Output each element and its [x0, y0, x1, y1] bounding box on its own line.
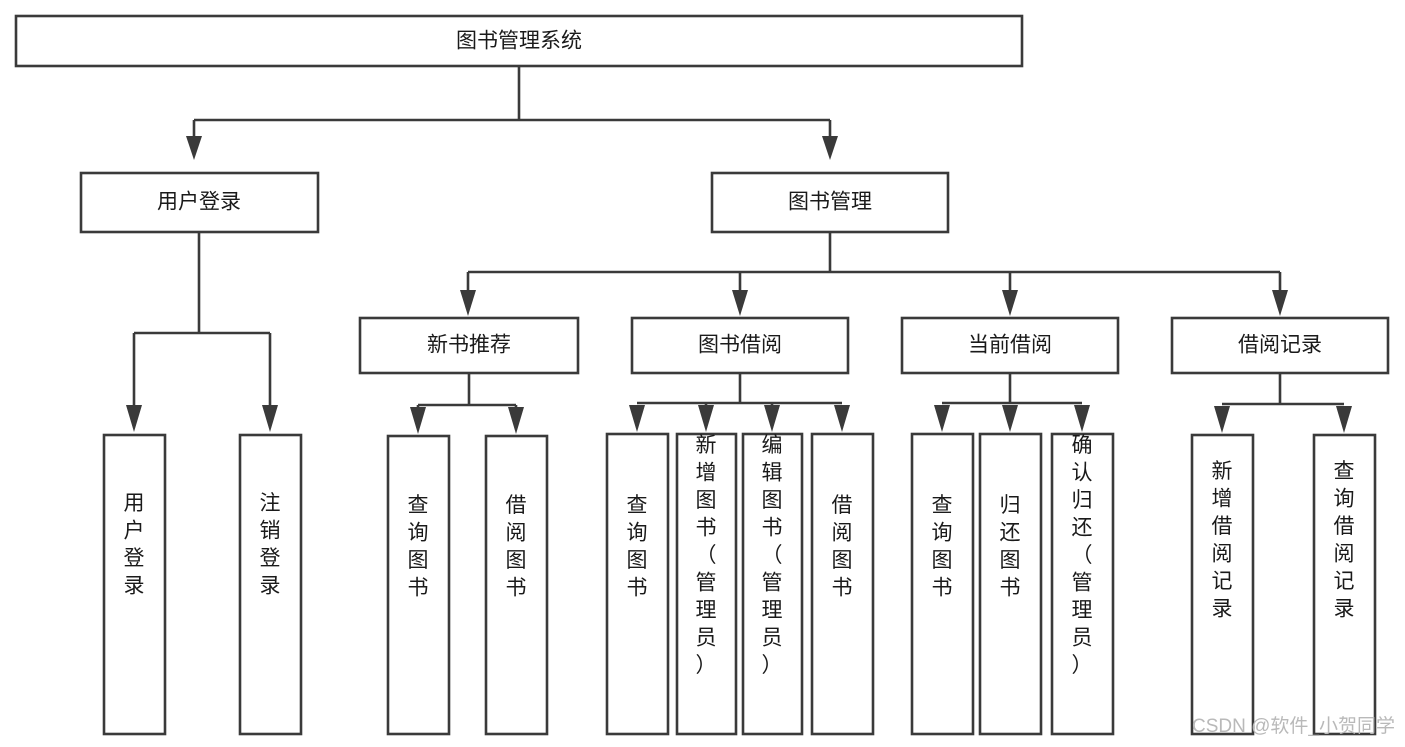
node-leaf-add-record-box[interactable]: [1190, 433, 1255, 736]
arrow-current-borrow-leaf-2: [1002, 405, 1018, 432]
node-leaf-borrow-book-2-label: 借阅图书: [832, 494, 853, 600]
arrow-book-borrow-leaf-4: [834, 405, 850, 432]
node-current-borrow-label: 当前借阅: [968, 334, 1052, 357]
node-leaf-user-logout-box[interactable]: [238, 433, 303, 736]
connector-group-book-manage: [460, 233, 1288, 316]
node-book-manage-box[interactable]: [710, 171, 950, 234]
node-leaf-query-book-3[interactable]: 查询图书: [910, 432, 975, 736]
node-leaf-query-book-2-box[interactable]: [605, 432, 670, 736]
node-leaf-query-book-3-box[interactable]: [910, 432, 975, 736]
node-leaf-borrow-book-1-box[interactable]: [484, 434, 549, 736]
node-current-borrow[interactable]: 当前借阅: [900, 316, 1120, 375]
node-book-borrow-box[interactable]: [630, 316, 850, 375]
arrow-user-login-leaf-1: [126, 405, 142, 432]
connector-group-current-borrow: [934, 374, 1090, 432]
node-leaf-confirm-return-label: 确认归还（管理员）: [1072, 434, 1093, 677]
arrow-root-to-book-manage: [822, 136, 838, 160]
csdn-watermark: CSDN @软件_小贺同学: [1192, 715, 1395, 737]
arrow-root-to-user-login: [186, 136, 202, 160]
node-leaf-user-login-label: 用户登录: [124, 492, 145, 598]
node-leaf-confirm-return[interactable]: 确认归还（管理员）: [1050, 432, 1115, 736]
node-leaf-add-book-box[interactable]: [675, 432, 738, 736]
arrow-new-book-rec-leaf-2: [508, 407, 524, 434]
arrow-book-manage-borrow-record: [1272, 290, 1288, 316]
arrow-current-borrow-leaf-3: [1074, 405, 1090, 432]
node-new-book-rec-box[interactable]: [358, 316, 580, 375]
node-leaf-borrow-book-1-label: 借阅图书: [506, 494, 527, 600]
node-user-login[interactable]: 用户登录: [79, 171, 320, 234]
node-leaf-query-book-1-box[interactable]: [386, 434, 451, 736]
arrow-book-borrow-leaf-3: [764, 405, 780, 432]
node-book-manage[interactable]: 图书管理: [710, 171, 950, 234]
connector-group-book-borrow: [629, 374, 850, 432]
arrow-book-manage-new-book-rec: [460, 290, 476, 316]
node-leaf-edit-book-box[interactable]: [741, 432, 804, 736]
arrow-user-login-leaf-2: [262, 405, 278, 432]
node-leaf-return-book-box[interactable]: [978, 432, 1043, 736]
arrow-book-borrow-leaf-2: [698, 405, 714, 432]
arrow-borrow-record-leaf-2: [1336, 406, 1352, 433]
node-user-login-box[interactable]: [79, 171, 320, 234]
node-new-book-rec[interactable]: 新书推荐: [358, 316, 580, 375]
node-root-label: 图书管理系统: [456, 30, 582, 53]
node-root-box[interactable]: [14, 14, 1024, 68]
node-leaf-query-book-1-label: 查询图书: [408, 494, 429, 600]
node-root[interactable]: 图书管理系统: [14, 14, 1024, 68]
node-user-login-label: 用户登录: [157, 191, 241, 214]
node-leaf-return-book[interactable]: 归还图书: [978, 432, 1043, 736]
node-leaf-query-record-box[interactable]: [1312, 433, 1377, 736]
arrow-borrow-record-leaf-1: [1214, 406, 1230, 433]
node-current-borrow-box[interactable]: [900, 316, 1120, 375]
node-leaf-query-book-3-label: 查询图书: [932, 494, 953, 600]
node-leaf-user-logout[interactable]: 注销登录: [238, 433, 303, 736]
node-borrow-record[interactable]: 借阅记录: [1170, 316, 1390, 375]
node-book-borrow-label: 图书借阅: [698, 334, 782, 357]
node-leaf-query-book-1[interactable]: 查询图书: [386, 434, 451, 736]
arrow-book-manage-current-borrow: [1002, 290, 1018, 316]
node-leaf-query-record-label: 查询借阅记录: [1334, 460, 1355, 621]
node-leaf-user-logout-label: 注销登录: [260, 492, 281, 598]
node-leaf-add-book[interactable]: 新增图书（管理员）: [675, 432, 738, 736]
connector-group-new-book-rec: [410, 374, 524, 434]
connector-group-borrow-record: [1214, 374, 1352, 433]
node-book-borrow[interactable]: 图书借阅: [630, 316, 850, 375]
arrow-book-manage-book-borrow: [732, 290, 748, 316]
node-leaf-query-book-2[interactable]: 查询图书: [605, 432, 670, 736]
node-borrow-record-label: 借阅记录: [1238, 334, 1322, 357]
node-new-book-rec-label: 新书推荐: [427, 334, 511, 357]
node-leaf-edit-book[interactable]: 编辑图书（管理员）: [741, 432, 804, 736]
node-borrow-record-box[interactable]: [1170, 316, 1390, 375]
node-leaf-query-record[interactable]: 查询借阅记录: [1312, 433, 1377, 736]
arrow-book-borrow-leaf-1: [629, 405, 645, 432]
node-leaf-add-book-label: 新增图书（管理员）: [696, 434, 717, 677]
node-leaf-edit-book-label: 编辑图书（管理员）: [762, 434, 783, 677]
node-leaf-borrow-book-1[interactable]: 借阅图书: [484, 434, 549, 736]
node-leaf-user-login-box[interactable]: [102, 433, 167, 736]
connector-group-user-login: [126, 233, 278, 432]
node-leaf-add-record-label: 新增借阅记录: [1212, 460, 1233, 621]
arrow-new-book-rec-leaf-1: [410, 407, 426, 434]
node-leaf-confirm-return-box[interactable]: [1050, 432, 1115, 736]
node-leaf-query-book-2-label: 查询图书: [627, 494, 648, 600]
node-leaf-add-record[interactable]: 新增借阅记录: [1190, 433, 1255, 736]
node-book-manage-label: 图书管理: [788, 191, 872, 214]
node-leaf-return-book-label: 归还图书: [1000, 494, 1021, 600]
node-leaf-user-login[interactable]: 用户登录: [102, 433, 167, 736]
node-leaf-borrow-book-2[interactable]: 借阅图书: [810, 432, 875, 736]
arrow-current-borrow-leaf-1: [934, 405, 950, 432]
connector-group-root: [186, 66, 838, 160]
node-leaf-borrow-book-2-box[interactable]: [810, 432, 875, 736]
